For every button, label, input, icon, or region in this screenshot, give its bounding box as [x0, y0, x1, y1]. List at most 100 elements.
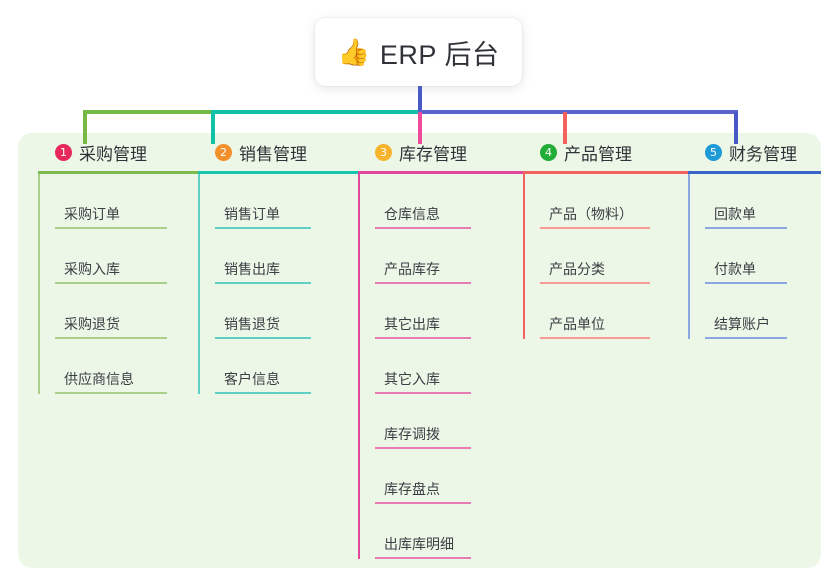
- branch-number-badge: 5: [705, 143, 722, 161]
- leaf-node-label: 库存调拨: [384, 426, 440, 442]
- leaf-node[interactable]: 采购订单: [55, 174, 167, 229]
- leaf-node[interactable]: 其它出库: [375, 284, 471, 339]
- leaf-node-label: 采购订单: [64, 206, 120, 222]
- leaf-node-rule: [215, 337, 311, 339]
- leaf-node-label: 采购入库: [64, 261, 120, 277]
- leaf-node[interactable]: 供应商信息: [55, 339, 167, 394]
- branch-spine: [523, 174, 525, 339]
- leaf-node[interactable]: 产品库存: [375, 229, 471, 284]
- leaf-node-label: 结算账户: [714, 316, 770, 332]
- branch-leaf-list: 产品（物料） 产品分类产品单位: [523, 174, 688, 339]
- leaf-node-label: 库存盘点: [384, 481, 440, 497]
- branch-title-label: 采购管理: [79, 144, 147, 164]
- leaf-node[interactable]: 库存调拨: [375, 394, 471, 449]
- leaf-node-rule: [375, 337, 471, 339]
- branch-leaf-list: 采购订单采购入库采购退货供应商信息: [38, 174, 198, 394]
- leaf-node[interactable]: 采购退货: [55, 284, 167, 339]
- leaf-node-rule: [375, 392, 471, 394]
- branch-spine: [198, 174, 200, 394]
- leaf-node-label: 回款单: [714, 206, 756, 222]
- branch-column-2[interactable]: 2 销售管理销售订单销售出库销售退货客户信息: [198, 133, 358, 394]
- branch-header-rule: [358, 171, 523, 174]
- leaf-node-rule: [375, 502, 471, 504]
- branch-stub-5: [734, 112, 738, 144]
- leaf-node-label: 客户信息: [224, 371, 280, 387]
- leaf-node-label: 销售订单: [224, 206, 280, 222]
- leaf-node-rule: [540, 337, 650, 339]
- root-node-label: ERP 后台: [379, 39, 500, 70]
- leaf-node-label: 销售出库: [224, 261, 280, 277]
- branch-header-rule: [198, 171, 358, 174]
- leaf-node-rule: [540, 227, 650, 229]
- branch-stub-4: [563, 112, 567, 144]
- branch-header-rule: [688, 171, 821, 174]
- bus-connector-segment-middle: [211, 110, 420, 114]
- leaf-node-label: 产品分类: [549, 261, 605, 277]
- leaf-node-label: 采购退货: [64, 316, 120, 332]
- leaf-node-label: 产品单位: [549, 316, 605, 332]
- root-node-erp-backend[interactable]: 👍 ERP 后台: [315, 18, 522, 86]
- branch-title-label: 销售管理: [239, 144, 307, 164]
- branch-spine: [38, 174, 40, 394]
- leaf-node-rule: [55, 227, 167, 229]
- leaf-node-label: 仓库信息: [384, 206, 440, 222]
- leaf-node[interactable]: 客户信息: [215, 339, 311, 394]
- branch-header-rule: [38, 171, 198, 174]
- leaf-node-rule: [375, 227, 471, 229]
- branch-header-rule: [523, 171, 688, 174]
- leaf-node[interactable]: 销售退货: [215, 284, 311, 339]
- leaf-node-label: 其它入库: [384, 371, 440, 387]
- leaf-node[interactable]: 仓库信息: [375, 174, 471, 229]
- leaf-node-rule: [705, 282, 787, 284]
- branch-header-1[interactable]: 1 采购管理: [38, 133, 198, 171]
- leaf-node-rule: [55, 282, 167, 284]
- branch-stub-2: [211, 112, 215, 144]
- trunk-connector-vertical: [418, 86, 422, 112]
- branch-leaf-list: 仓库信息产品库存其它出库其它入库库存调拨库存盘点出库库明细: [358, 174, 523, 559]
- branch-column-3[interactable]: 3 库存管理仓库信息产品库存其它出库其它入库库存调拨库存盘点出库库明细: [358, 133, 523, 559]
- bus-connector-segment-right: [418, 110, 738, 114]
- branch-header-2[interactable]: 2 销售管理: [198, 133, 358, 171]
- branch-number-badge: 3: [375, 143, 392, 161]
- leaf-node-label: 付款单: [714, 261, 756, 277]
- branch-title-label: 库存管理: [399, 144, 467, 164]
- leaf-node-rule: [215, 282, 311, 284]
- diagram-panel-background: [18, 133, 821, 568]
- branch-number-badge: 1: [55, 143, 72, 161]
- leaf-node[interactable]: 出库库明细: [375, 504, 471, 559]
- leaf-node-rule: [705, 227, 787, 229]
- leaf-node-label: 产品库存: [384, 261, 440, 277]
- branch-number-badge: 4: [540, 143, 557, 161]
- leaf-node-label: 其它出库: [384, 316, 440, 332]
- leaf-node-label: 销售退货: [224, 316, 280, 332]
- leaf-node[interactable]: 销售订单: [215, 174, 311, 229]
- branch-stub-1: [83, 112, 87, 144]
- leaf-node-rule: [375, 282, 471, 284]
- branch-stub-3: [418, 112, 422, 144]
- leaf-node[interactable]: 销售出库: [215, 229, 311, 284]
- leaf-node[interactable]: 付款单: [705, 229, 787, 284]
- leaf-node-label: 供应商信息: [64, 371, 134, 387]
- leaf-node[interactable]: 其它入库: [375, 339, 471, 394]
- branch-number-badge: 2: [215, 143, 232, 161]
- bus-connector-segment-left: [83, 110, 213, 114]
- leaf-node-rule: [375, 447, 471, 449]
- branch-column-1[interactable]: 1 采购管理采购订单采购入库采购退货供应商信息: [38, 133, 198, 394]
- leaf-node[interactable]: 产品（物料）: [540, 174, 650, 229]
- leaf-node[interactable]: 库存盘点: [375, 449, 471, 504]
- branch-title-label: 财务管理: [729, 144, 797, 164]
- leaf-node-rule: [375, 557, 471, 559]
- leaf-node-rule: [215, 392, 311, 394]
- leaf-node-label: 产品（物料）: [549, 206, 633, 222]
- branch-column-5[interactable]: 5 财务管理回款单付款单结算账户: [688, 133, 821, 339]
- leaf-node[interactable]: 产品分类: [540, 229, 650, 284]
- leaf-node[interactable]: 结算账户: [705, 284, 787, 339]
- branch-header-5[interactable]: 5 财务管理: [688, 133, 821, 171]
- leaf-node[interactable]: 产品单位: [540, 284, 650, 339]
- leaf-node[interactable]: 采购入库: [55, 229, 167, 284]
- leaf-node[interactable]: 回款单: [705, 174, 787, 229]
- branch-header-3[interactable]: 3 库存管理: [358, 133, 523, 171]
